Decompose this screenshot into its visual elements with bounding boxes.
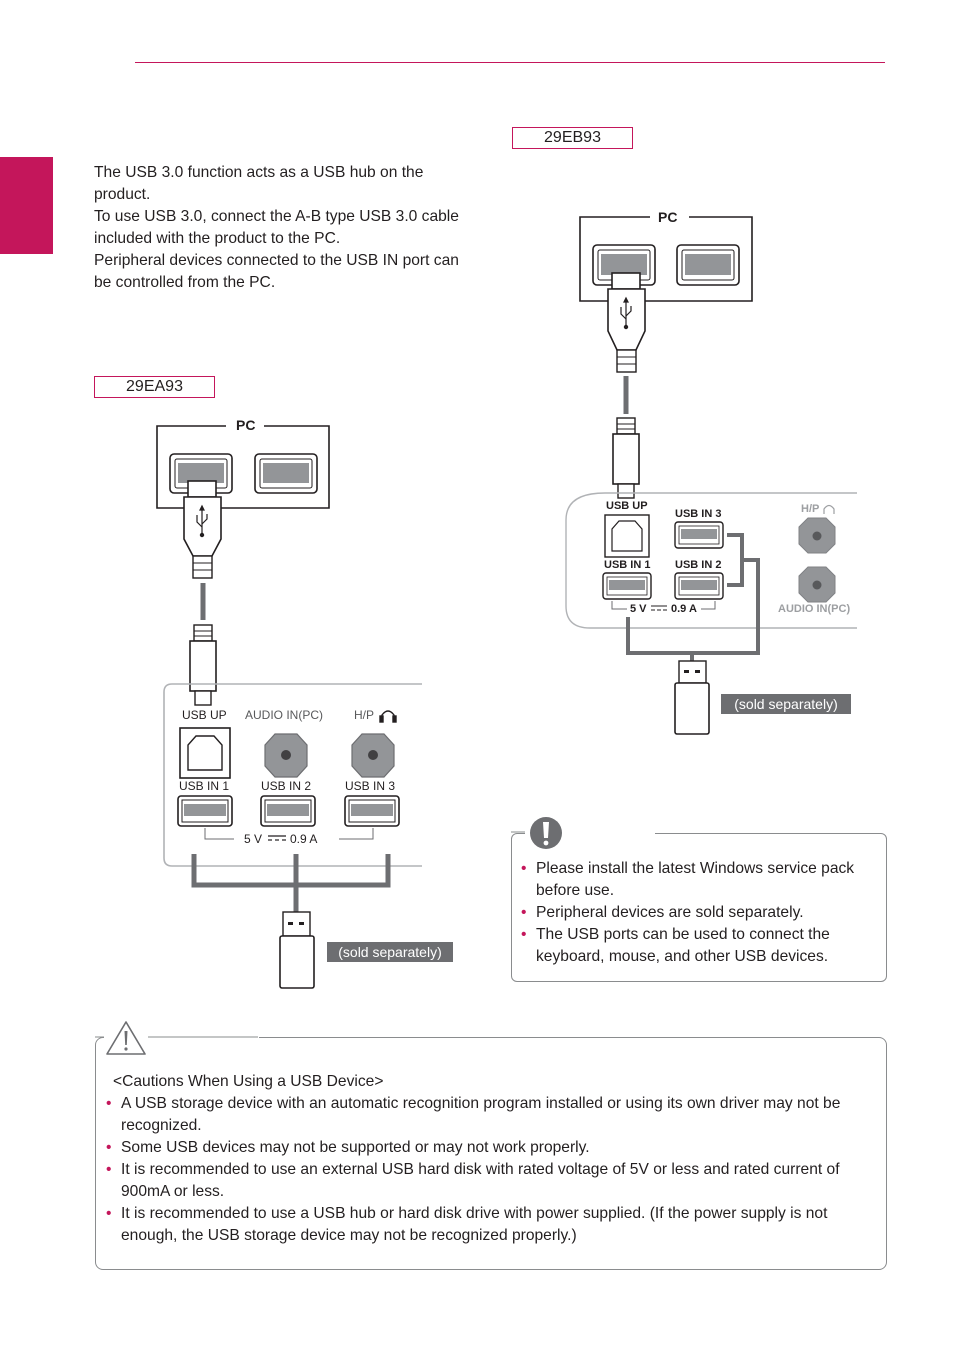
note-item: •Peripheral devices are sold separately.	[521, 904, 804, 921]
dc-symbol-icon	[268, 835, 286, 841]
note-item-text: The USB ports can be used to connect the…	[536, 926, 830, 965]
eb-hp-label: H/P	[801, 503, 820, 515]
usb-b-plug	[189, 624, 217, 706]
usb-in-3-port	[674, 521, 724, 549]
usb-in-2-port	[260, 795, 316, 827]
audio-in-jack	[798, 566, 836, 603]
ea-usb-up-label: USB UP	[182, 708, 227, 722]
ea-rating-voltage: 5 V	[244, 832, 263, 846]
caution-item: •It is recommended to use an external US…	[106, 1161, 840, 1200]
usb-trident-icon	[196, 504, 208, 538]
note-item-text: Peripheral devices are sold separately.	[536, 904, 804, 921]
caution-box	[95, 1037, 887, 1270]
ea-sold-separately-label: (sold separately)	[327, 942, 453, 962]
note-item-text: Please install the latest Windows servic…	[536, 860, 855, 899]
caution-item-text: A USB storage device with an automatic r…	[121, 1095, 841, 1134]
caution-item: •It is recommended to use a USB hub or h…	[106, 1205, 828, 1244]
eb-usb-in-1-label: USB IN 1	[604, 559, 651, 571]
ea-usb-in-3-label: USB IN 3	[345, 779, 396, 793]
intro-line-1: The USB 3.0 function acts as a USB hub o…	[94, 164, 424, 203]
caution-item-text: It is recommended to use a USB hub or ha…	[121, 1205, 828, 1244]
note-item: •The USB ports can be used to connect th…	[521, 926, 830, 965]
caution-list: •A USB storage device with an automatic …	[106, 1093, 866, 1247]
caution-item: •Some USB devices may not be supported o…	[106, 1139, 590, 1156]
intro-line-3: Peripheral devices connected to the USB …	[94, 252, 459, 291]
eb-usb-in-3-label: USB IN 3	[675, 508, 722, 520]
audio-in-jack	[264, 733, 308, 778]
intro-line-2: To use USB 3.0, connect the A-B type USB…	[94, 208, 459, 247]
usb-a-plug	[607, 272, 646, 373]
pc-usb-port-2	[254, 453, 318, 494]
intro-text: The USB 3.0 function acts as a USB hub o…	[94, 162, 464, 294]
ea-usb-in-2-label: USB IN 2	[261, 779, 312, 793]
pc-usb-port-2	[676, 244, 740, 286]
usb-flash-drive	[674, 660, 710, 735]
usb-up-port	[179, 727, 231, 779]
usb-up-port	[604, 514, 650, 558]
usb-in-1-port	[177, 795, 233, 827]
eb-sold-separately-label: (sold separately)	[721, 694, 851, 714]
caution-item: •A USB storage device with an automatic …	[106, 1095, 841, 1134]
dc-symbol-icon	[651, 605, 667, 611]
note-item: •Please install the latest Windows servi…	[521, 860, 855, 899]
usb-b-plug	[612, 417, 640, 499]
model-label-29ea93: 29EA93	[94, 376, 215, 398]
caution-item-text: Some USB devices may not be supported or…	[121, 1139, 590, 1156]
caution-heading: <Cautions When Using a USB Device>	[113, 1073, 384, 1090]
note-exclamation-icon	[530, 817, 562, 849]
eb-audio-in-label: AUDIO IN(PC)	[778, 603, 851, 615]
eb-usb-up-label: USB UP	[606, 500, 648, 512]
usb-a-plug	[183, 480, 222, 579]
chapter-side-tab	[0, 157, 53, 254]
caution-triangle-icon	[106, 1021, 146, 1055]
eb-usb-in-2-label: USB IN 2	[675, 559, 722, 571]
ea-hp-label: H/P	[354, 708, 375, 722]
usb-in-1-port	[602, 572, 652, 600]
headphone-icon	[823, 504, 835, 514]
ea-audio-in-label: AUDIO IN(PC)	[245, 708, 323, 722]
ea-usb-in-1-label: USB IN 1	[179, 779, 230, 793]
headphone-icon	[379, 710, 397, 723]
header-rule	[135, 62, 885, 63]
usb-flash-drive	[279, 911, 315, 989]
eb-pc-label: PC	[658, 209, 678, 225]
usb-in-2-port	[674, 572, 724, 600]
ea-pc-label: PC	[236, 417, 256, 433]
model-label-29eb93: 29EB93	[512, 127, 633, 149]
eb-rating-voltage: 5 V	[630, 603, 647, 615]
note-box	[511, 833, 887, 982]
ea-rating-current: 0.9 A	[290, 832, 318, 846]
eb-rating-current: 0.9 A	[671, 603, 697, 615]
note-list: •Please install the latest Windows servi…	[521, 858, 876, 968]
hp-jack	[798, 517, 836, 554]
hp-jack	[351, 733, 395, 778]
caution-item-text: It is recommended to use an external USB…	[121, 1161, 840, 1200]
usb-in-3-port	[344, 795, 400, 827]
usb-trident-icon	[620, 296, 632, 330]
